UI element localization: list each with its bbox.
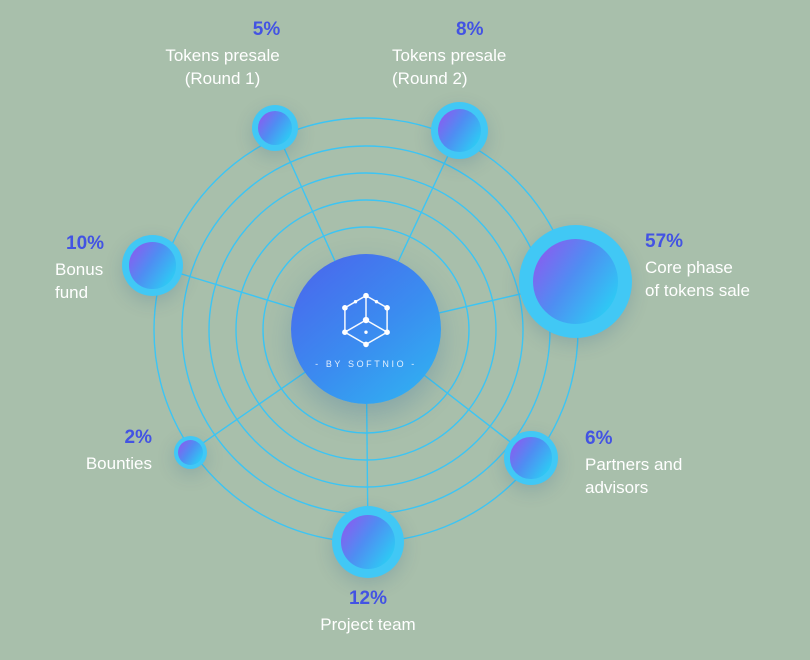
label-partners-and-advisors: 6% Partners and advisors xyxy=(585,429,682,499)
label-line: fund xyxy=(55,283,89,302)
percent-value: 2% xyxy=(124,427,152,448)
node-core-phase-of-tokens-sale xyxy=(519,225,632,338)
label-bounties: 2% Bounties xyxy=(40,428,152,475)
node-bounties xyxy=(174,436,207,469)
node-bubble xyxy=(340,514,396,570)
label-core-phase-of-tokens-sale: 57% Core phase of tokens sale xyxy=(645,232,750,302)
percent-value: 8% xyxy=(456,19,484,40)
node-bubble xyxy=(257,110,293,146)
label-bonus-fund: 10% Bonus fund xyxy=(55,234,104,304)
node-bonus-fund xyxy=(122,235,183,296)
node-project-team xyxy=(332,506,404,578)
label-tokens-presale-round-2: 8% Tokens presale (Round 2) xyxy=(392,20,577,90)
node-tokens-presale-round-1 xyxy=(252,105,298,151)
label-line: Project team xyxy=(320,615,416,634)
label-line: (Round 1) xyxy=(184,69,261,88)
node-bubble xyxy=(532,238,619,325)
percent-value: 12% xyxy=(348,588,388,609)
label-project-team: 12% Project team xyxy=(285,589,451,636)
percent-value: 6% xyxy=(585,428,613,449)
node-partners-and-advisors xyxy=(504,431,558,485)
node-bubble xyxy=(437,108,482,153)
label-line: (Round 2) xyxy=(392,69,468,88)
node-bubble xyxy=(129,242,176,289)
label-tokens-presale-round-1: 5% Tokens presale (Round 1) xyxy=(135,20,310,90)
label-line: Core phase xyxy=(645,258,733,277)
percent-value: 5% xyxy=(252,19,281,40)
node-bubble xyxy=(177,439,204,466)
label-line: Bonus xyxy=(55,260,104,279)
label-line: Bounties xyxy=(85,454,152,473)
label-line: of tokens sale xyxy=(645,281,750,300)
label-line: Tokens presale xyxy=(165,46,280,65)
percent-value: 57% xyxy=(645,231,684,252)
label-line: Partners and xyxy=(585,455,683,474)
brand-hub: - BY SOFTNIO - xyxy=(291,254,441,404)
node-bubble xyxy=(510,437,552,479)
label-line: Tokens presale xyxy=(392,46,507,65)
brand-caption: - BY SOFTNIO - xyxy=(315,358,417,369)
hexagon-network-logo-icon xyxy=(342,292,390,347)
node-tokens-presale-round-2 xyxy=(431,102,488,159)
label-line: advisors xyxy=(585,478,649,497)
percent-value: 10% xyxy=(66,233,105,254)
